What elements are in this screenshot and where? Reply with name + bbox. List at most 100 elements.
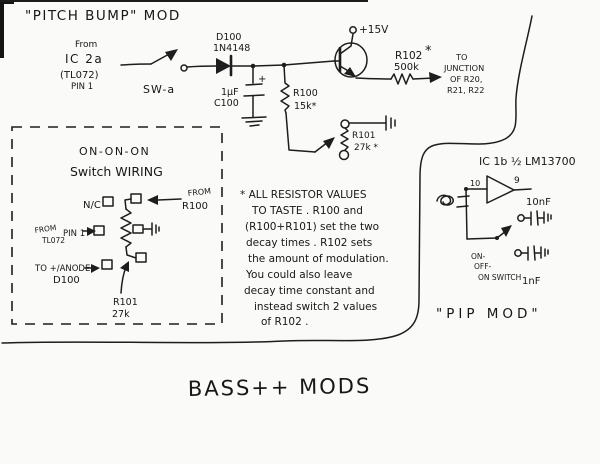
footer-title: BASS++ MODS xyxy=(188,374,372,401)
switch-box-border xyxy=(11,126,223,325)
box-from-r100-arrow-line xyxy=(157,198,182,201)
pip-pin10-label: 10 xyxy=(470,179,480,188)
pip-mod-section: IC 1b ½ LM13700 10 9 10nF 1nF ON- OFF- O… xyxy=(436,155,576,322)
cap-1nf-symbol xyxy=(520,245,549,261)
note-line-4: decay times . R102 sets xyxy=(246,237,372,249)
pip-pin9-label: 9 xyxy=(514,176,520,186)
pip-cap-plates xyxy=(456,195,470,208)
supply-label: +15V xyxy=(359,24,389,36)
sw-a-terminal xyxy=(180,64,188,72)
r101-top-terminal xyxy=(340,119,350,129)
pip-ic-label: IC 1b ½ LM13700 xyxy=(479,155,576,168)
wire-emitter-to-r102 xyxy=(355,77,392,80)
pip-input-vertical-wire xyxy=(465,187,468,240)
r102-star-label: * xyxy=(425,44,432,59)
section-divider-line xyxy=(1,15,533,344)
diode-ref-label: D100 xyxy=(216,32,241,43)
pip-bottom-wire xyxy=(466,237,498,240)
box-r101-ref-label: R101 xyxy=(113,297,138,308)
opamp-symbol xyxy=(486,175,515,204)
note-line-2: TO TASTE . R100 and xyxy=(251,205,363,217)
dest-line2: JUNCTION xyxy=(443,63,484,73)
cap-10nf-symbol xyxy=(523,210,552,226)
note-line-6: You could also leave xyxy=(245,269,352,281)
box-r101-pointer-arrowhead xyxy=(120,261,129,272)
box-from-r100-arrowhead xyxy=(147,195,158,205)
scan-edge-artifact-top xyxy=(0,0,368,2)
box-r101-resistor xyxy=(120,208,132,248)
pitch-bump-section: "PITCH BUMP" MOD From IC 2a (TL072) PIN … xyxy=(25,8,484,161)
switch-wiring-box: ON-ON-ON Switch WIRING FROM R100 N/C FRO… xyxy=(11,126,223,325)
pip-switch-label3: ON SWITCH xyxy=(478,273,521,282)
page-title: "PITCH BUMP" MOD xyxy=(25,8,181,24)
box-anode-label2: D100 xyxy=(53,275,80,286)
scan-edge-artifact-left xyxy=(0,0,4,58)
wire-main-node xyxy=(230,60,335,67)
dest-line1: TO xyxy=(455,52,467,62)
r100-resistor xyxy=(280,64,290,114)
r102-resistor xyxy=(390,73,414,85)
r100-ref-label: R100 xyxy=(293,88,318,99)
dest-line3: OF R20, xyxy=(450,74,482,84)
box-wire-bottom-lug xyxy=(125,246,137,259)
note-line-7: decay time constant and xyxy=(244,285,375,297)
r101-selector-arrowhead xyxy=(323,137,335,149)
scribble-mark xyxy=(436,194,454,206)
box-ground-symbol xyxy=(143,222,160,236)
note-line-8: instead switch 2 values xyxy=(254,301,377,313)
c100-ground-symbol xyxy=(241,116,267,127)
lug-nc xyxy=(102,196,114,207)
c100-value-label: 1µF xyxy=(221,87,239,98)
box-anode-label1: TO +/ANODE xyxy=(34,264,90,274)
box-pin1-from-label: FROM xyxy=(34,223,57,235)
r100-value-label: 15k* xyxy=(294,101,317,112)
transistor-emitter-arrowhead xyxy=(344,67,356,77)
note-line-3: (R100+R101) set the two xyxy=(245,221,379,233)
diode-symbol xyxy=(216,58,231,74)
r100-bottom-wire xyxy=(285,112,316,153)
c100-polarity-label: + xyxy=(258,74,266,85)
box-wire-top-lug xyxy=(124,198,132,210)
pip-switch-label2: OFF- xyxy=(474,262,492,271)
switch-box-title1: ON-ON-ON xyxy=(79,145,150,158)
source-from-label: From xyxy=(75,40,97,50)
sw-a-arrowhead xyxy=(165,49,178,61)
lug-bottom xyxy=(135,252,147,263)
source-pin-label: PIN 1 xyxy=(71,82,93,92)
lug-from-r100 xyxy=(130,193,142,204)
dest-arrowhead xyxy=(429,72,442,83)
r101-value-label: 27k * xyxy=(354,143,379,153)
switch-box-title2: Switch WIRING xyxy=(70,164,163,179)
lug-ground xyxy=(132,224,144,234)
transistor-collector-wire xyxy=(339,33,354,55)
note-line-5: the amount of modulation. xyxy=(248,253,389,265)
r102-value-label: 500k xyxy=(394,62,419,73)
supply-terminal xyxy=(349,26,357,34)
r101-ground-symbol xyxy=(385,115,396,131)
note-line-1: * ALL RESISTOR VALUES xyxy=(240,189,367,201)
box-r101-pointer-line xyxy=(120,266,127,294)
pip-selector-arrowhead xyxy=(501,225,512,237)
box-r101-value-label: 27k xyxy=(112,309,130,320)
box-pin1-arrowhead xyxy=(87,227,96,236)
cap-1nf-terminal xyxy=(514,249,522,257)
source-ic-label: IC 2a xyxy=(65,52,103,66)
wire-terminal-to-diode xyxy=(186,65,217,68)
r101-ref-label: R101 xyxy=(352,131,375,141)
box-pin1-chip-label: TL072 xyxy=(41,236,65,245)
box-from-label: FROM xyxy=(187,187,211,198)
box-anode-arrowhead xyxy=(91,264,100,273)
sw-a-label: SW-a xyxy=(143,83,175,96)
box-r100-label: R100 xyxy=(182,201,208,212)
c100-plate-top xyxy=(245,83,263,86)
lug-anode xyxy=(101,259,113,270)
c100-plate-bottom xyxy=(243,94,265,97)
cap-10nf-terminal xyxy=(517,214,525,222)
source-chip-label: (TL072) xyxy=(60,70,99,81)
cap-1nf-label: 1nF xyxy=(522,276,541,287)
pip-switch-label1: ON- xyxy=(471,252,486,261)
box-nc-label: N/C xyxy=(83,200,101,211)
diode-part-label: 1N4148 xyxy=(213,43,250,54)
